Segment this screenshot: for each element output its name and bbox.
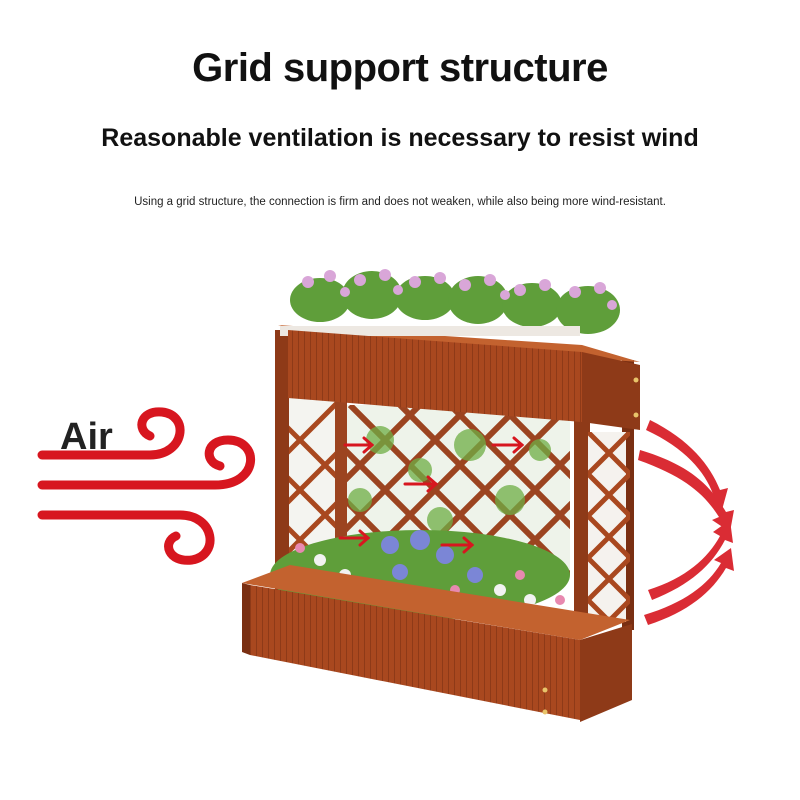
arrow-right-icon (403, 475, 439, 493)
arrow-right-icon (491, 436, 525, 454)
curved-arrow-icon (648, 520, 733, 600)
curved-arrow-icon (644, 548, 734, 625)
wind-swirl-icon (37, 407, 255, 565)
arrow-right-icon (338, 529, 371, 547)
bottom-planter-box (242, 565, 632, 722)
arrow-right-icon (440, 536, 475, 554)
arrow-right-icon (343, 436, 375, 454)
curved-arrow-icon (646, 420, 728, 510)
top-flowers (290, 269, 620, 334)
post-right-front (574, 360, 590, 630)
page-subtitle: Reasonable ventilation is necessary to r… (101, 124, 699, 152)
page-caption: Using a grid structure, the connection i… (134, 196, 666, 208)
curved-arrow-icon (638, 450, 734, 532)
post-left-front (275, 330, 289, 590)
page-title: Grid support structure (192, 46, 608, 90)
right-lattice-panel (588, 432, 630, 622)
post-left-inner (335, 380, 347, 580)
air-label: Air (60, 416, 113, 458)
top-planter-box (278, 325, 640, 430)
airflow-arrows (338, 436, 525, 554)
outflow-arrows (638, 420, 734, 625)
